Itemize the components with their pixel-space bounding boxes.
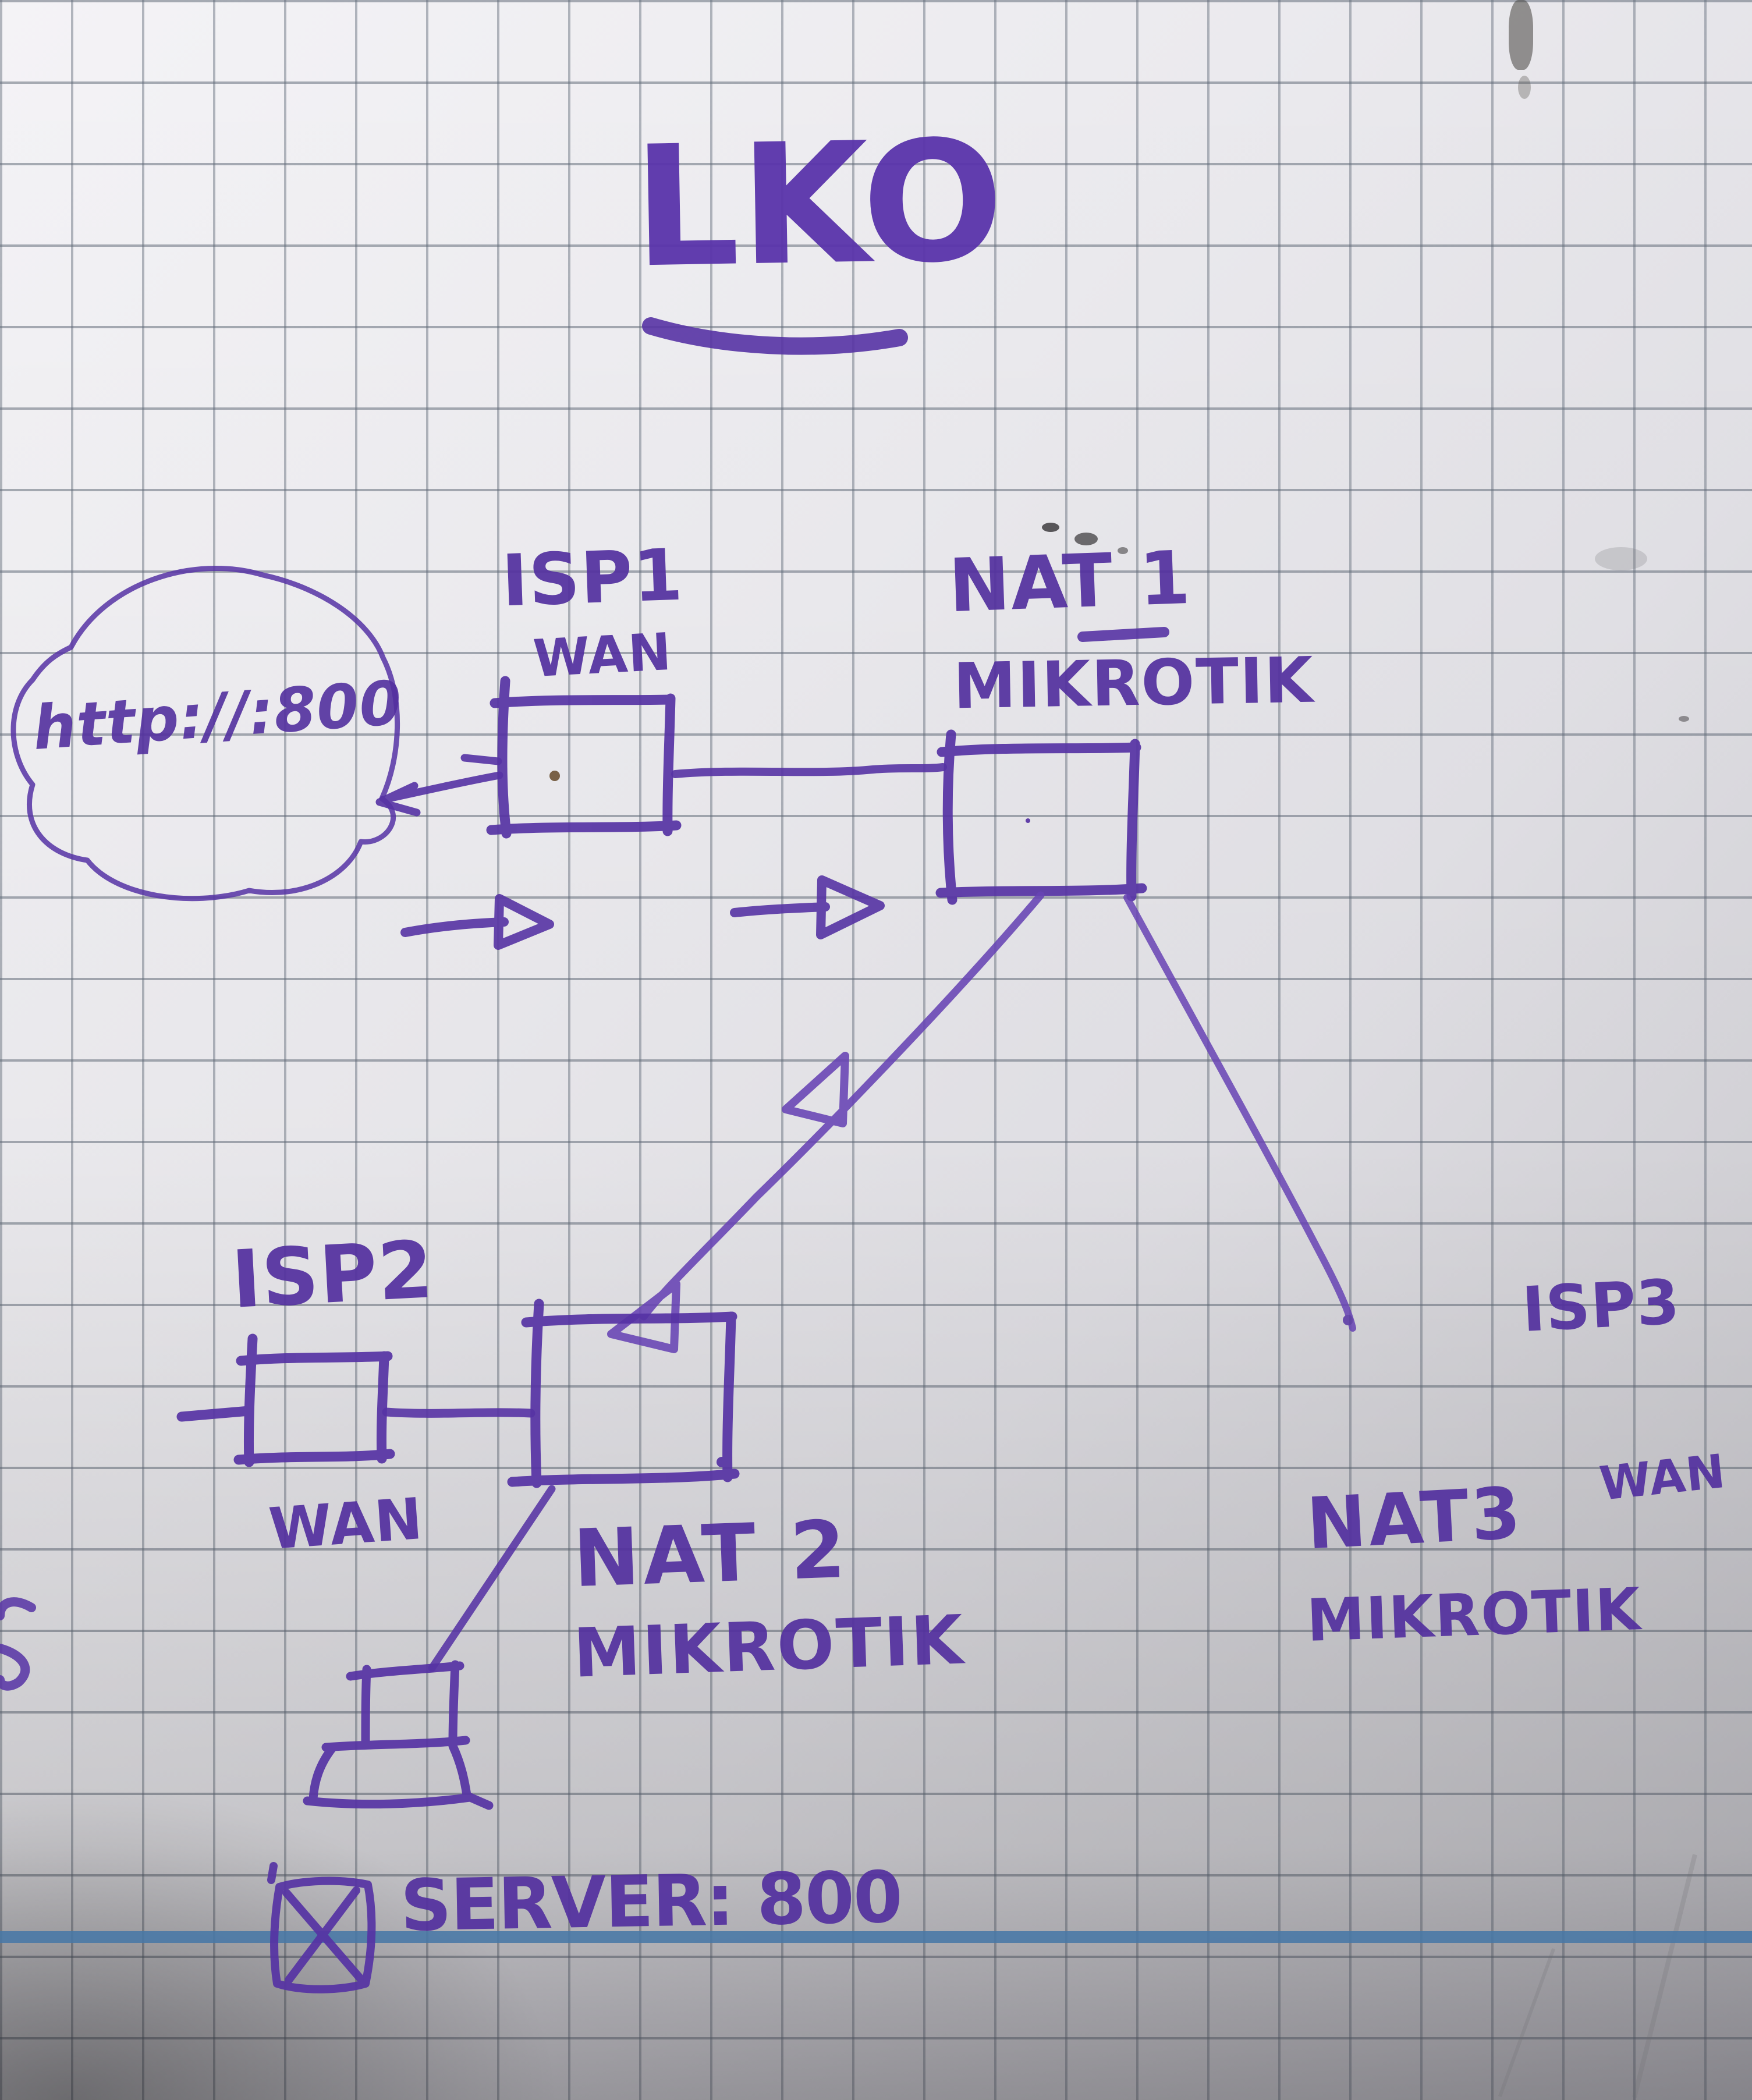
- nat1-device-label: MIKROTIK: [952, 644, 1315, 723]
- paper-smudge: [1042, 523, 1059, 532]
- partial-letter-left-edge: [0, 1597, 36, 1691]
- nat3-device-label: MIKROTIK: [1306, 1574, 1643, 1655]
- paper-smudge: [1074, 533, 1098, 545]
- isp2-nat2-link: [382, 1407, 535, 1418]
- isp1-wan-label: WAN: [531, 621, 673, 689]
- flow-arrow-right-2: [730, 875, 885, 939]
- nat2-box: [507, 1299, 740, 1488]
- notebook-margin-line: [0, 1931, 1752, 1943]
- server-checkbox: [267, 1862, 376, 1993]
- nat1-box: [935, 729, 1147, 905]
- paper-smudge: [1509, 0, 1533, 70]
- nat2-name-label: NAT 2: [572, 1503, 850, 1606]
- nat3-name-label: NAT3: [1304, 1471, 1525, 1566]
- nat1-number-underline: [1077, 627, 1169, 642]
- paper-smudge: [1518, 76, 1531, 99]
- server-label: SERVER: 800: [399, 1856, 902, 1948]
- isp1-box: [486, 676, 682, 839]
- nat2-server-link: [428, 1485, 556, 1672]
- server-monitor-icon: [303, 1660, 494, 1810]
- isp1-name-label: ISP1: [500, 533, 685, 623]
- nat1-nat3-link: [1123, 894, 1356, 1332]
- cloud-isp1-link: [375, 754, 503, 817]
- nat1-name-label: NAT 1: [947, 534, 1193, 629]
- paper-smudge: [549, 771, 560, 781]
- nat1-nat2-link: [607, 891, 1045, 1353]
- isp2-name-label: ISP2: [229, 1224, 436, 1326]
- isp1-nat1-link: [671, 763, 947, 778]
- paper-smudge: [1118, 547, 1128, 554]
- checkbox-x-mark: [285, 1886, 360, 1984]
- paper-smudge: [1595, 547, 1647, 570]
- isp2-box: [176, 1333, 395, 1467]
- nat2-device-label: MIKROTIK: [572, 1601, 966, 1693]
- title-underline: [642, 317, 908, 355]
- internet-cloud-icon: [10, 566, 400, 902]
- isp3-name-label: ISP3: [1520, 1265, 1682, 1346]
- flow-arrow-right-1: [400, 894, 554, 950]
- page-title: LKO: [632, 105, 1006, 305]
- paper-smudge: [1679, 716, 1689, 722]
- isp2-wan-label: WAN: [267, 1485, 425, 1563]
